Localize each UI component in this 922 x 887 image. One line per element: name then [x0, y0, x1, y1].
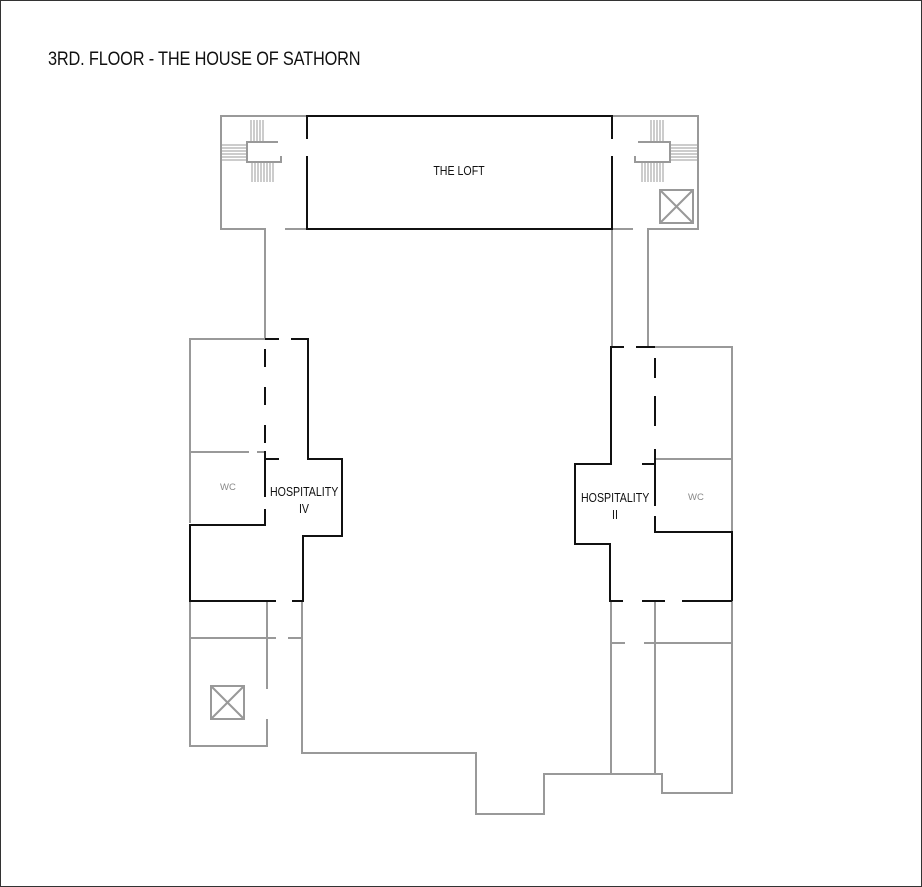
label-the-loft: THE LOFT [433, 164, 485, 178]
label-wc-right: WC [688, 492, 704, 503]
building-outline [189, 115, 733, 815]
elevator-top-right-icon [659, 189, 694, 224]
label-hospitality-iv-line1: HOSPITALITY [270, 485, 339, 499]
label-hospitality-ii-line2: II [612, 508, 618, 522]
label-hospitality-ii-line1: HOSPITALITY [581, 491, 650, 505]
room-hospitality-iv[interactable] [189, 338, 343, 602]
elevator-bottom-left-icon [210, 685, 245, 720]
staircase-right-icon [634, 120, 697, 182]
room-the-loft[interactable] [306, 115, 613, 230]
label-wc-left: WC [220, 482, 236, 493]
label-hospitality-iv-line2: IV [298, 502, 310, 516]
room-hospitality-ii[interactable] [574, 346, 733, 602]
label-hospitality-iv: HOSPITALITY IV [270, 484, 338, 518]
page-title: 3RD. FLOOR - THE HOUSE OF SATHORN [48, 49, 361, 70]
staircase-left-icon [222, 120, 282, 182]
label-hospitality-ii: HOSPITALITY II [581, 490, 649, 524]
